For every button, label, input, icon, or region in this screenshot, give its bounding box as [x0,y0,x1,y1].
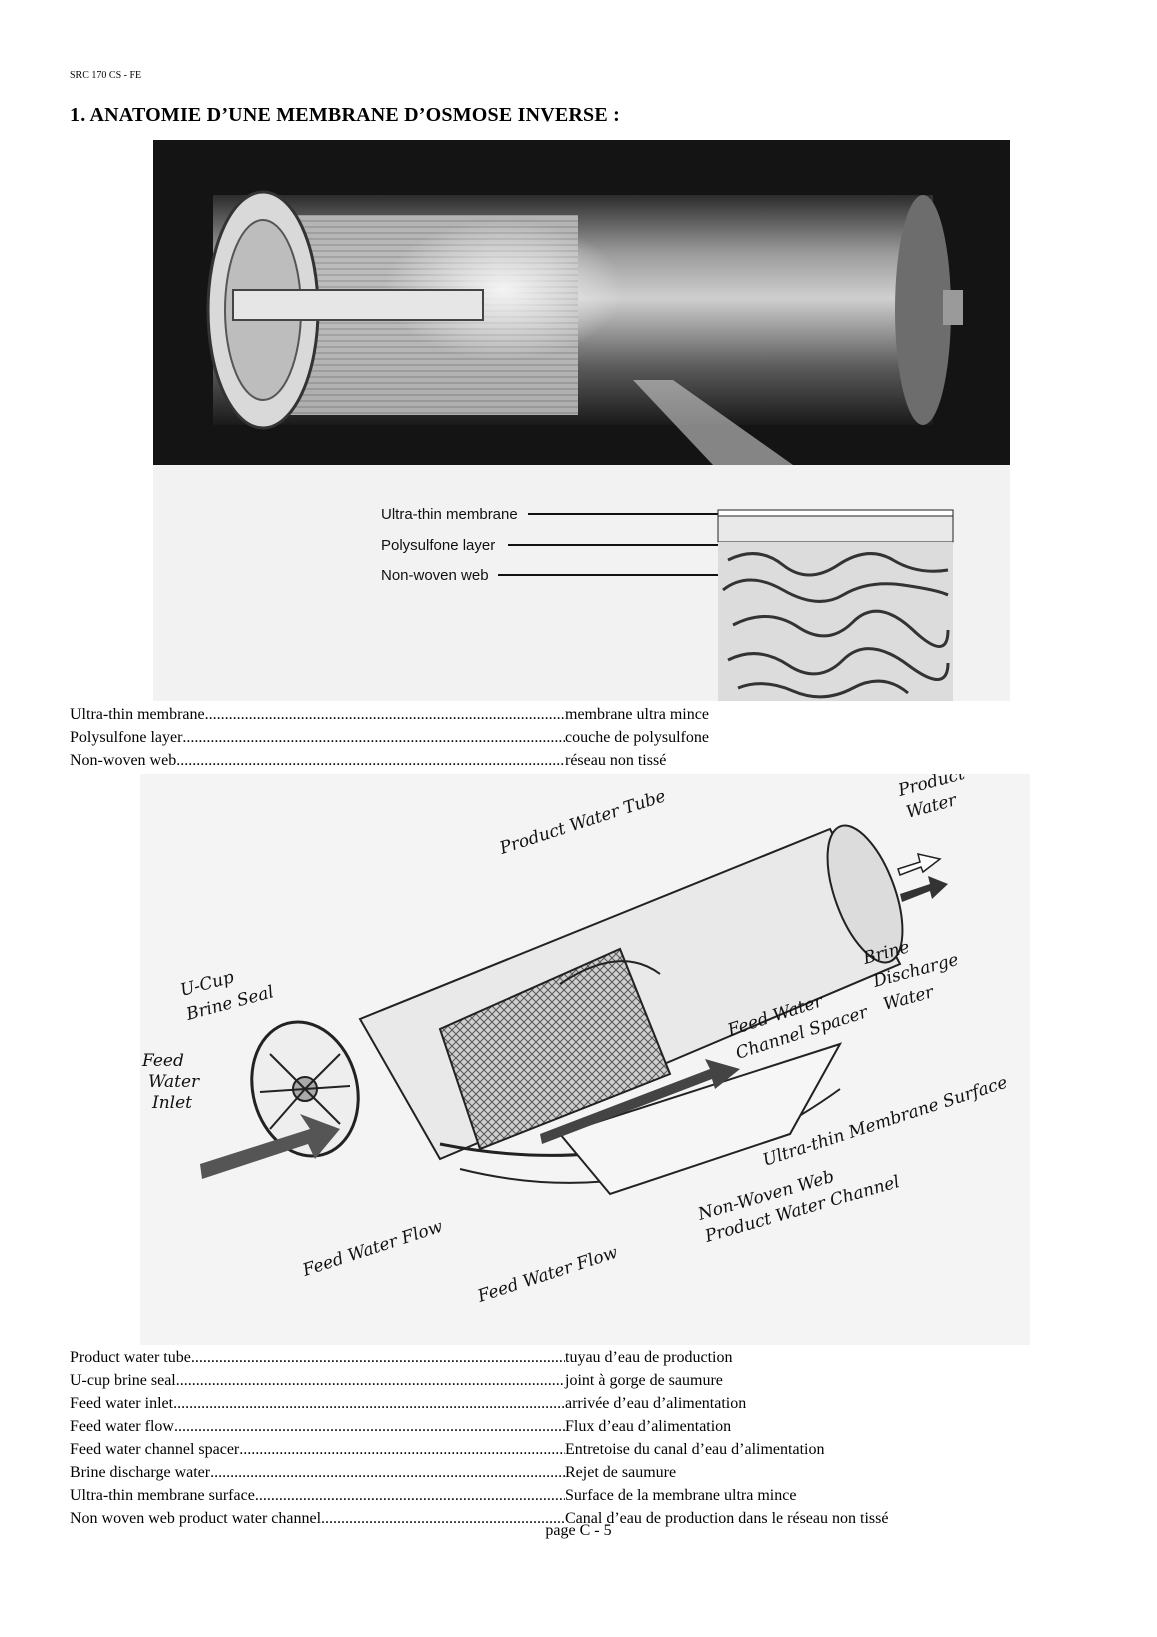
page-number: page C - 5 [545,1522,612,1539]
label-feed-flow-1: Feed Water Flow [299,1217,445,1282]
glossary-membrane-layers: Ultra-thin membrane membrane ultra mince… [70,703,1070,772]
glossary-term: Non woven web product water channel [70,1510,322,1527]
glossary-translation: joint à gorge de saumure [565,1372,723,1389]
glossary-term: Feed water inlet [70,1395,174,1412]
label-feed-inlet-3: Inlet [151,1093,192,1113]
glossary-translation: Canal d’eau de production dans le réseau… [565,1510,889,1527]
glossary-translation: Rejet de saumure [565,1464,677,1481]
glossary-term: Brine discharge water [70,1464,211,1481]
glossary-row: Feed water flow Flux d’eau d’alimentatio… [70,1415,1070,1438]
glossary-term: Polysulfone layer [70,729,183,746]
label-product-water-tube: Product Water Tube [496,786,668,859]
glossary-term: Ultra-thin membrane surface [70,1487,255,1504]
glossary-translation: Flux d’eau d’alimentation [565,1418,732,1435]
glossary-row: Product water tube tuyau d’eau de produc… [70,1346,1070,1369]
glossary-element-components: Product water tube tuyau d’eau de produc… [70,1346,1070,1530]
document-reference: SRC 170 CS - FE [70,70,142,81]
glossary-translation: Entretoise du canal d’eau d’alimentation [565,1441,825,1458]
glossary-term: Feed water flow [70,1418,174,1435]
glossary-term: Product water tube [70,1349,191,1366]
glossary-row: Feed water inlet arrivée d’eau d’aliment… [70,1392,1070,1415]
section-title: 1. ANATOMIE D’UNE MEMBRANE D’OSMOSE INVE… [70,104,620,126]
label-feed-inlet-1: Feed [141,1051,184,1071]
membrane-element-photo: Ultra-thin membrane Polysulfone layer No… [153,140,1010,701]
glossary-translation: membrane ultra mince [565,706,709,723]
glossary-term: Non-woven web [70,752,177,769]
glossary-term: U-cup brine seal [70,1372,176,1389]
glossary-row: Non woven web product water channel Cana… [70,1507,1070,1530]
glossary-translation: couche de polysulfone [565,729,709,746]
glossary-translation: arrivée d’eau d’alimentation [565,1395,747,1412]
glossary-row: Ultra-thin membrane membrane ultra mince [70,703,1070,726]
label-feed-inlet-2: Water [148,1072,200,1092]
glossary-translation: Surface de la membrane ultra mince [565,1487,797,1504]
glossary-translation: tuyau d’eau de production [565,1349,733,1366]
layer-label-membrane: Ultra-thin membrane [381,506,518,523]
glossary-row: Ultra-thin membrane surface Surface de l… [70,1484,1070,1507]
layer-label-polysulfone: Polysulfone layer [381,537,495,554]
glossary-row: Polysulfone layer couche de polysulfone [70,726,1070,749]
glossary-term: Feed water channel spacer [70,1441,240,1458]
spiral-wound-element-diagram: Product Water Tube Product Water U-Cup B… [140,774,1030,1345]
glossary-row: Feed water channel spacer Entretoise du … [70,1438,1070,1461]
glossary-row: U-cup brine seal joint à gorge de saumur… [70,1369,1070,1392]
layer-label-nonwoven: Non-woven web [381,567,489,584]
glossary-row: Non-woven web réseau non tissé [70,749,1070,772]
glossary-translation: réseau non tissé [565,752,667,769]
glossary-row: Brine discharge water Rejet de saumure [70,1461,1070,1484]
label-feed-flow-2: Feed Water Flow [474,1243,620,1308]
glossary-term: Ultra-thin membrane [70,706,205,723]
